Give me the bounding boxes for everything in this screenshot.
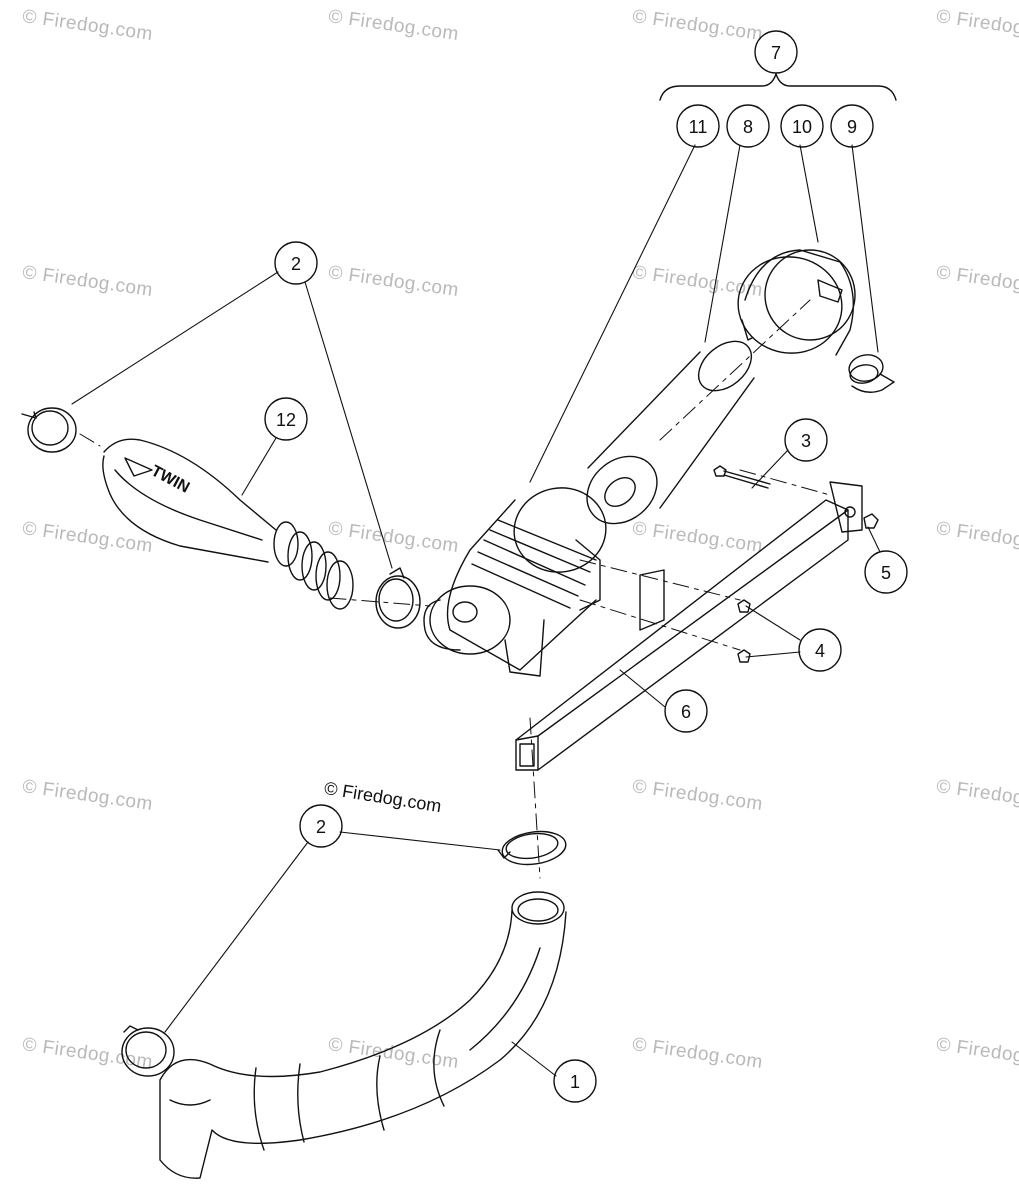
callout-2-upper: 2	[291, 254, 301, 274]
filter-element-part-8	[586, 340, 755, 525]
hose-clamp-part-2-middle	[375, 567, 421, 629]
kit-bracket	[659, 73, 897, 101]
screw-part-4-lower	[737, 649, 751, 663]
air-cleaner-cover-part-10	[737, 249, 856, 356]
callout-2-lower: 2	[316, 817, 326, 837]
air-cleaner-housing-part-11	[423, 487, 607, 677]
callout-10: 10	[792, 117, 812, 137]
hose-clamp-part-2-upper-left	[21, 407, 77, 453]
lower-hose-part-1	[159, 891, 567, 1179]
callout-11: 11	[689, 117, 708, 137]
callout-8: 8	[743, 117, 753, 137]
callout-circles	[264, 30, 908, 1103]
leader-lines	[71, 144, 881, 1077]
hose-clamp-part-2-lower-left	[121, 1025, 175, 1077]
centerlines	[79, 299, 831, 879]
callout-9: 9	[847, 117, 857, 137]
vacuator-valve-part-9	[848, 354, 895, 393]
support-tube-part-6	[515, 481, 863, 771]
bolt-part-3	[713, 465, 771, 489]
intake-duct-part-12	[102, 438, 354, 610]
callout-3: 3	[801, 431, 811, 451]
callout-12: 12	[276, 410, 296, 430]
intake-logo-text: TWIN	[148, 463, 192, 497]
callout-6: 6	[681, 702, 691, 722]
callout-7: 7	[771, 43, 781, 63]
callout-1: 1	[570, 1072, 580, 1092]
nut-part-5	[863, 513, 879, 529]
hose-clamp-part-2-lower-right	[497, 830, 567, 866]
callout-4: 4	[815, 641, 825, 661]
screw-part-4-upper	[737, 599, 751, 613]
callout-5: 5	[881, 563, 891, 583]
